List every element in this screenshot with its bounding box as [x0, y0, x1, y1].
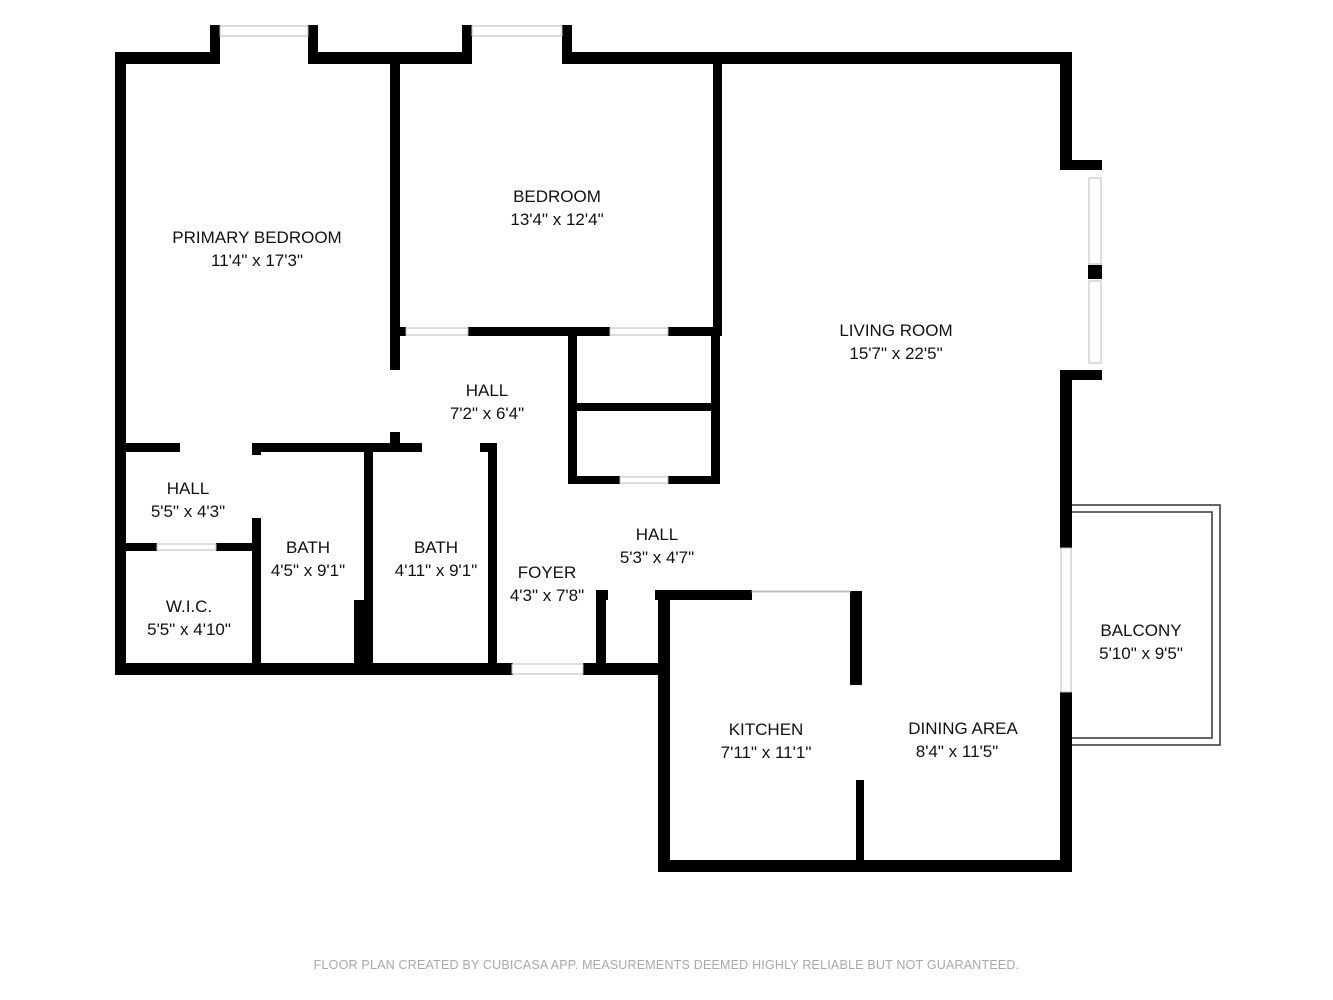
room-foyer: FOYER 4'3" x 7'8" [510, 563, 584, 605]
room-dining-area: DINING AREA 8'4" x 11'5" [908, 719, 1018, 761]
room-name: DINING AREA [908, 719, 1018, 738]
room-size: 5'5" x 4'3" [151, 502, 225, 521]
room-hall-right: HALL 5'3" x 4'7" [620, 525, 694, 567]
room-name: HALL [167, 479, 210, 498]
room-name: HALL [466, 381, 509, 400]
room-size: 7'11" x 11'1" [721, 743, 812, 762]
room-name: FOYER [518, 563, 577, 582]
room-size: 5'5" x 4'10" [147, 620, 231, 639]
room-size: 15'7" x 22'5" [849, 344, 942, 363]
room-size: 5'3" x 4'7" [620, 548, 694, 567]
room-living-room: LIVING ROOM 15'7" x 22'5" [839, 321, 952, 363]
room-size: 4'11" x 9'1" [395, 561, 478, 580]
balcony-railing [1072, 504, 1221, 746]
room-name: KITCHEN [729, 720, 804, 739]
room-bath-1: BATH 4'5" x 9'1" [271, 538, 345, 580]
room-primary-bedroom: PRIMARY BEDROOM 11'4" x 17'3" [172, 228, 341, 270]
room-bedroom: BEDROOM 13'4" x 12'4" [510, 187, 603, 229]
room-name: PRIMARY BEDROOM [172, 228, 341, 247]
room-bath-2: BATH 4'11" x 9'1" [395, 538, 478, 580]
walls [115, 25, 1102, 872]
room-size: 13'4" x 12'4" [510, 210, 603, 229]
room-size: 4'3" x 7'8" [510, 586, 584, 605]
room-name: W.I.C. [166, 597, 212, 616]
room-name: LIVING ROOM [839, 321, 952, 340]
room-hall-center: HALL 7'2" x 6'4" [450, 381, 524, 423]
room-name: BATH [286, 538, 330, 557]
room-name: HALL [636, 525, 679, 544]
room-name: BATH [414, 538, 458, 557]
room-hall-left: HALL 5'5" x 4'3" [151, 479, 225, 521]
room-name: BALCONY [1100, 621, 1181, 640]
room-size: 5'10" x 9'5" [1099, 644, 1183, 663]
disclaimer-footer: FLOOR PLAN CREATED BY CUBICASA APP. MEAS… [313, 958, 1020, 972]
room-name: BEDROOM [513, 187, 601, 206]
room-wic: W.I.C. 5'5" x 4'10" [147, 597, 231, 639]
room-size: 7'2" x 6'4" [450, 404, 524, 423]
room-size: 11'4" x 17'3" [211, 251, 303, 270]
room-balcony: BALCONY 5'10" x 9'5" [1099, 621, 1183, 663]
windows-doors [156, 25, 1102, 693]
room-size: 4'5" x 9'1" [271, 561, 345, 580]
room-kitchen: KITCHEN 7'11" x 11'1" [721, 720, 812, 762]
room-size: 8'4" x 11'5" [916, 742, 999, 761]
